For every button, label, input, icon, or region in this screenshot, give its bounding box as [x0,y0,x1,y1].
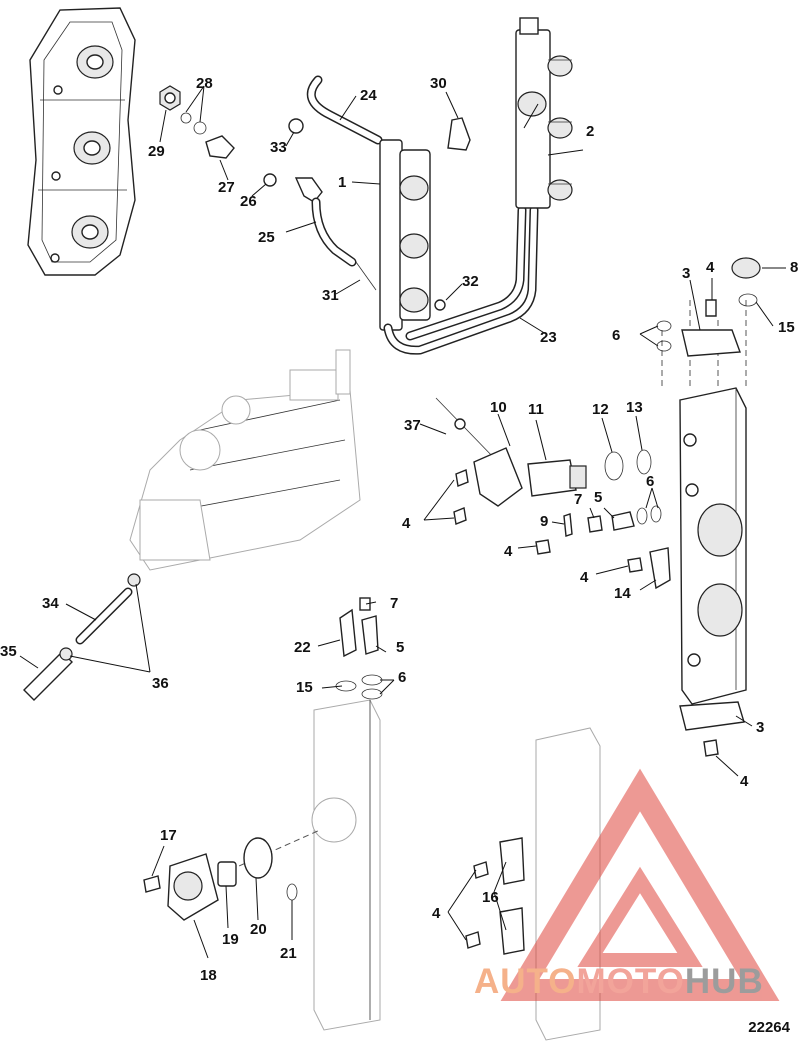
callout-5: 5 [396,639,404,656]
callout-18: 18 [200,967,217,984]
callout-1: 1 [338,174,346,191]
callout-9: 9 [540,513,548,530]
callout-26: 26 [240,193,257,210]
callout-labels: 1 2 3 3 4 4 4 4 4 4 4 5 5 6 6 6 6 7 7 8 … [0,75,798,984]
cylinder-head-drawing [27,7,136,276]
callout-4: 4 [432,905,441,922]
fuel-rail-block-drawing [656,257,761,757]
callout-10: 10 [490,399,507,416]
callout-14: 14 [614,585,631,602]
watermark-text: AUTOMOTOHUB [474,962,764,1001]
lower-rail-block-drawing [229,597,383,1031]
callout-34: 34 [42,595,59,612]
callout-19: 19 [222,931,239,948]
callout-13: 13 [626,399,643,416]
callout-21: 21 [280,945,297,962]
watermark-logo [500,768,780,1001]
callout-7: 7 [574,491,582,508]
callout-33: 33 [270,139,287,156]
fuel-rail-1-drawing [288,75,446,331]
vapor-separator-drawing [129,349,361,571]
callout-31: 31 [322,287,339,304]
callout-35: 35 [0,643,17,660]
callout-12: 12 [592,401,609,418]
callout-28: 28 [196,75,213,92]
callout-4: 4 [580,569,589,586]
callout-37: 37 [404,417,421,434]
callout-6: 6 [612,327,620,344]
callout-6: 6 [398,669,406,686]
callout-8: 8 [790,259,798,276]
callout-30: 30 [430,75,447,92]
callout-4: 4 [706,259,715,276]
callout-3: 3 [756,719,764,736]
callout-27: 27 [218,179,235,196]
hose-34-drawing [23,573,141,701]
callout-11: 11 [528,401,544,418]
bracket-30-drawing [447,117,471,151]
callout-4: 4 [402,515,411,532]
callout-2: 2 [586,123,594,140]
callout-15: 15 [296,679,313,696]
leader-lines [19,85,786,959]
callout-16: 16 [482,889,499,906]
callout-15: 15 [778,319,795,336]
callout-36: 36 [152,675,169,692]
callout-7: 7 [390,595,398,612]
drawing-number: 22264 [748,1019,790,1036]
callout-5: 5 [594,489,602,506]
callout-17: 17 [160,827,177,844]
callout-29: 29 [148,143,165,160]
callout-6: 6 [646,473,654,490]
callout-23: 23 [540,329,557,346]
callout-20: 20 [250,921,267,938]
callout-4: 4 [740,773,749,790]
injector-group-drawing [435,397,671,590]
callout-24: 24 [360,87,377,104]
hose-23-drawing [383,205,539,355]
fuel-rail-2-drawing [515,17,573,209]
small-fittings-group [159,85,323,203]
callout-22: 22 [294,639,311,656]
callout-32: 32 [462,273,479,290]
callout-3: 3 [682,265,690,282]
callout-4: 4 [504,543,513,560]
pressure-regulator-drawing [143,837,298,921]
callout-25: 25 [258,229,275,246]
